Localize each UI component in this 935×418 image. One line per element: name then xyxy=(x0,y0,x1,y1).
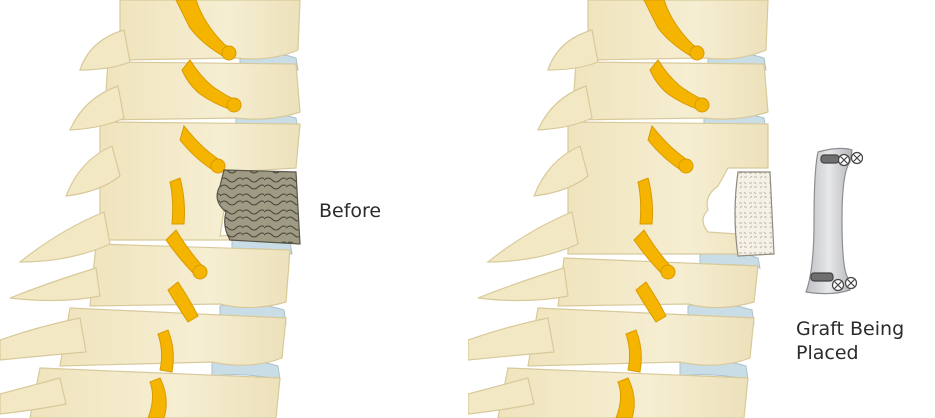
before-label: Before xyxy=(319,199,381,223)
before-illustration xyxy=(0,0,470,418)
cervical-spine-before xyxy=(0,0,470,418)
graft-label-line-2: Placed xyxy=(796,341,935,365)
graft-being-placed-label: Graft Being Placed xyxy=(796,317,935,365)
screw-icon xyxy=(821,153,863,166)
graft-label-line-1: Graft Being xyxy=(796,317,935,341)
bone-graft xyxy=(735,172,774,256)
fixation-plate xyxy=(806,148,852,293)
diseased-disc xyxy=(217,170,300,244)
